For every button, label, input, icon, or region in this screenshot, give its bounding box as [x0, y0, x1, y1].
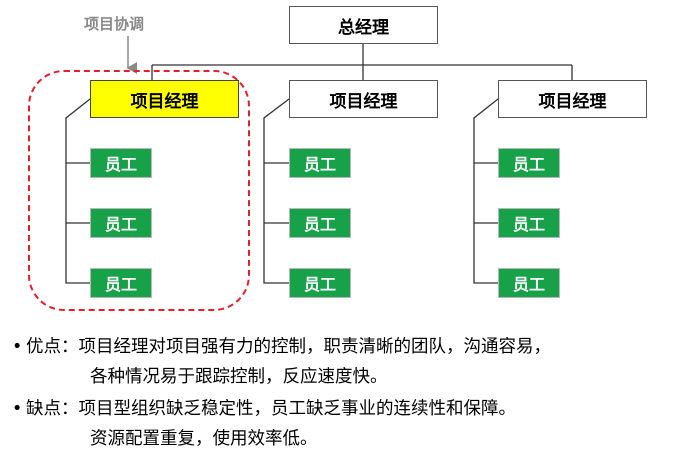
- coordination-highlight-region: [28, 70, 250, 311]
- advantages-text-2: 各种情况易于跟踪控制，反应速度快。: [90, 367, 388, 387]
- disadvantages-text-1: 项目型组织缺乏稳定性，员工缺乏事业的连续性和保障。: [78, 399, 517, 419]
- advantages-line-1: •优点：项目经理对项目强有力的控制，职责清晰的团队，沟通容易，: [12, 333, 551, 358]
- employee-box: 员工: [90, 148, 152, 178]
- employee-box: 员工: [90, 268, 152, 298]
- disadvantages-line-1: •缺点：项目型组织缺乏稳定性，员工缺乏事业的连续性和保障。: [12, 395, 516, 420]
- employee-box: 员工: [90, 208, 152, 238]
- advantages-label: 优点：: [26, 337, 79, 357]
- general-manager-box: 总经理: [289, 6, 438, 44]
- project-manager-box-1: 项目经理: [90, 80, 239, 118]
- bullet-icon: •: [12, 399, 23, 419]
- employee-box: 员工: [498, 148, 560, 178]
- employee-box: 员工: [289, 268, 351, 298]
- project-manager-box-2: 项目经理: [289, 80, 438, 118]
- employee-box: 员工: [289, 208, 351, 238]
- bullet-icon: •: [12, 337, 23, 357]
- coordination-label: 项目协调: [84, 15, 145, 33]
- advantages-text-1: 项目经理对项目强有力的控制，职责清晰的团队，沟通容易，: [78, 337, 552, 357]
- disadvantages-text-2: 资源配置重复，使用效率低。: [90, 429, 318, 449]
- disadvantages-label: 缺点：: [26, 399, 79, 419]
- employee-box: 员工: [289, 148, 351, 178]
- employee-box: 员工: [498, 208, 560, 238]
- project-manager-box-3: 项目经理: [498, 80, 647, 118]
- employee-box: 员工: [498, 268, 560, 298]
